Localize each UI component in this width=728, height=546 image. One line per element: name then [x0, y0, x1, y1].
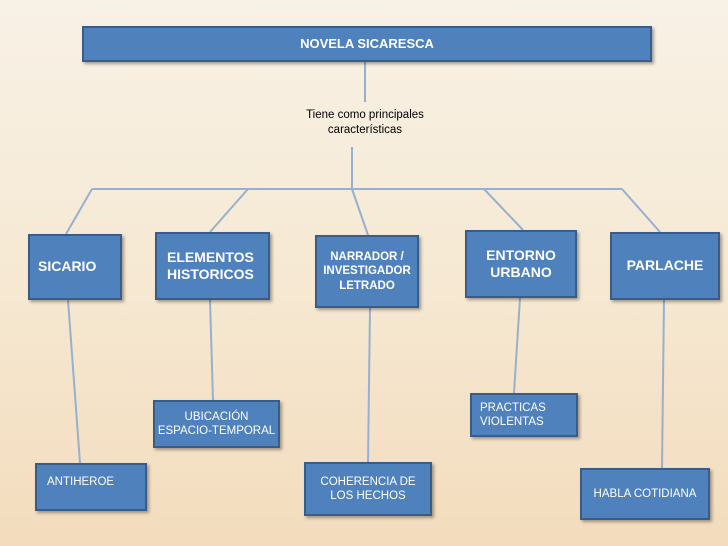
- node-narrador: NARRADOR / INVESTIGADOR LETRADO: [315, 235, 419, 308]
- node-habla-cotidiana: HABLA COTIDIANA: [580, 468, 710, 520]
- connector-elementos-to-ubicacion: [209, 299, 214, 401]
- node-parlache: PARLACHE: [610, 232, 720, 300]
- connector-entorno-to-practicas: [513, 297, 521, 394]
- node-practicas-violentas: PRACTICAS VIOLENTAS: [470, 393, 578, 437]
- connector-narrador-to-coherencia: [367, 307, 371, 463]
- connector-branch-to-entorno: [483, 188, 524, 231]
- node-antiheroe: ANTIHEROE: [35, 463, 147, 511]
- connector-branch-to-parlache: [621, 188, 661, 233]
- connector-branch-to-narrador: [351, 188, 369, 236]
- subtitle-text: Tiene como principales características: [306, 109, 424, 136]
- title-box: NOVELA SICARESCA: [82, 26, 652, 62]
- title-text: NOVELA SICARESCA: [300, 35, 434, 51]
- node-coherencia-de-los-hechos: COHERENCIA DE LOS HECHOS: [304, 462, 432, 516]
- connector-branch-to-elementos: [209, 188, 249, 233]
- node-ubicacion-espacio-temporal: UBICACIÓN ESPACIO-TEMPORAL: [153, 400, 280, 448]
- node-sicario: SICARIO: [28, 234, 122, 300]
- node-elementos-historicos: ELEMENTOS HISTORICOS: [155, 232, 270, 300]
- connector-parlache-to-habla: [661, 299, 665, 469]
- connector-branch-to-sicario: [65, 188, 93, 235]
- connector-sicario-to-antiheroe: [67, 299, 81, 464]
- node-entorno-urbano: ENTORNO URBANO: [465, 230, 577, 298]
